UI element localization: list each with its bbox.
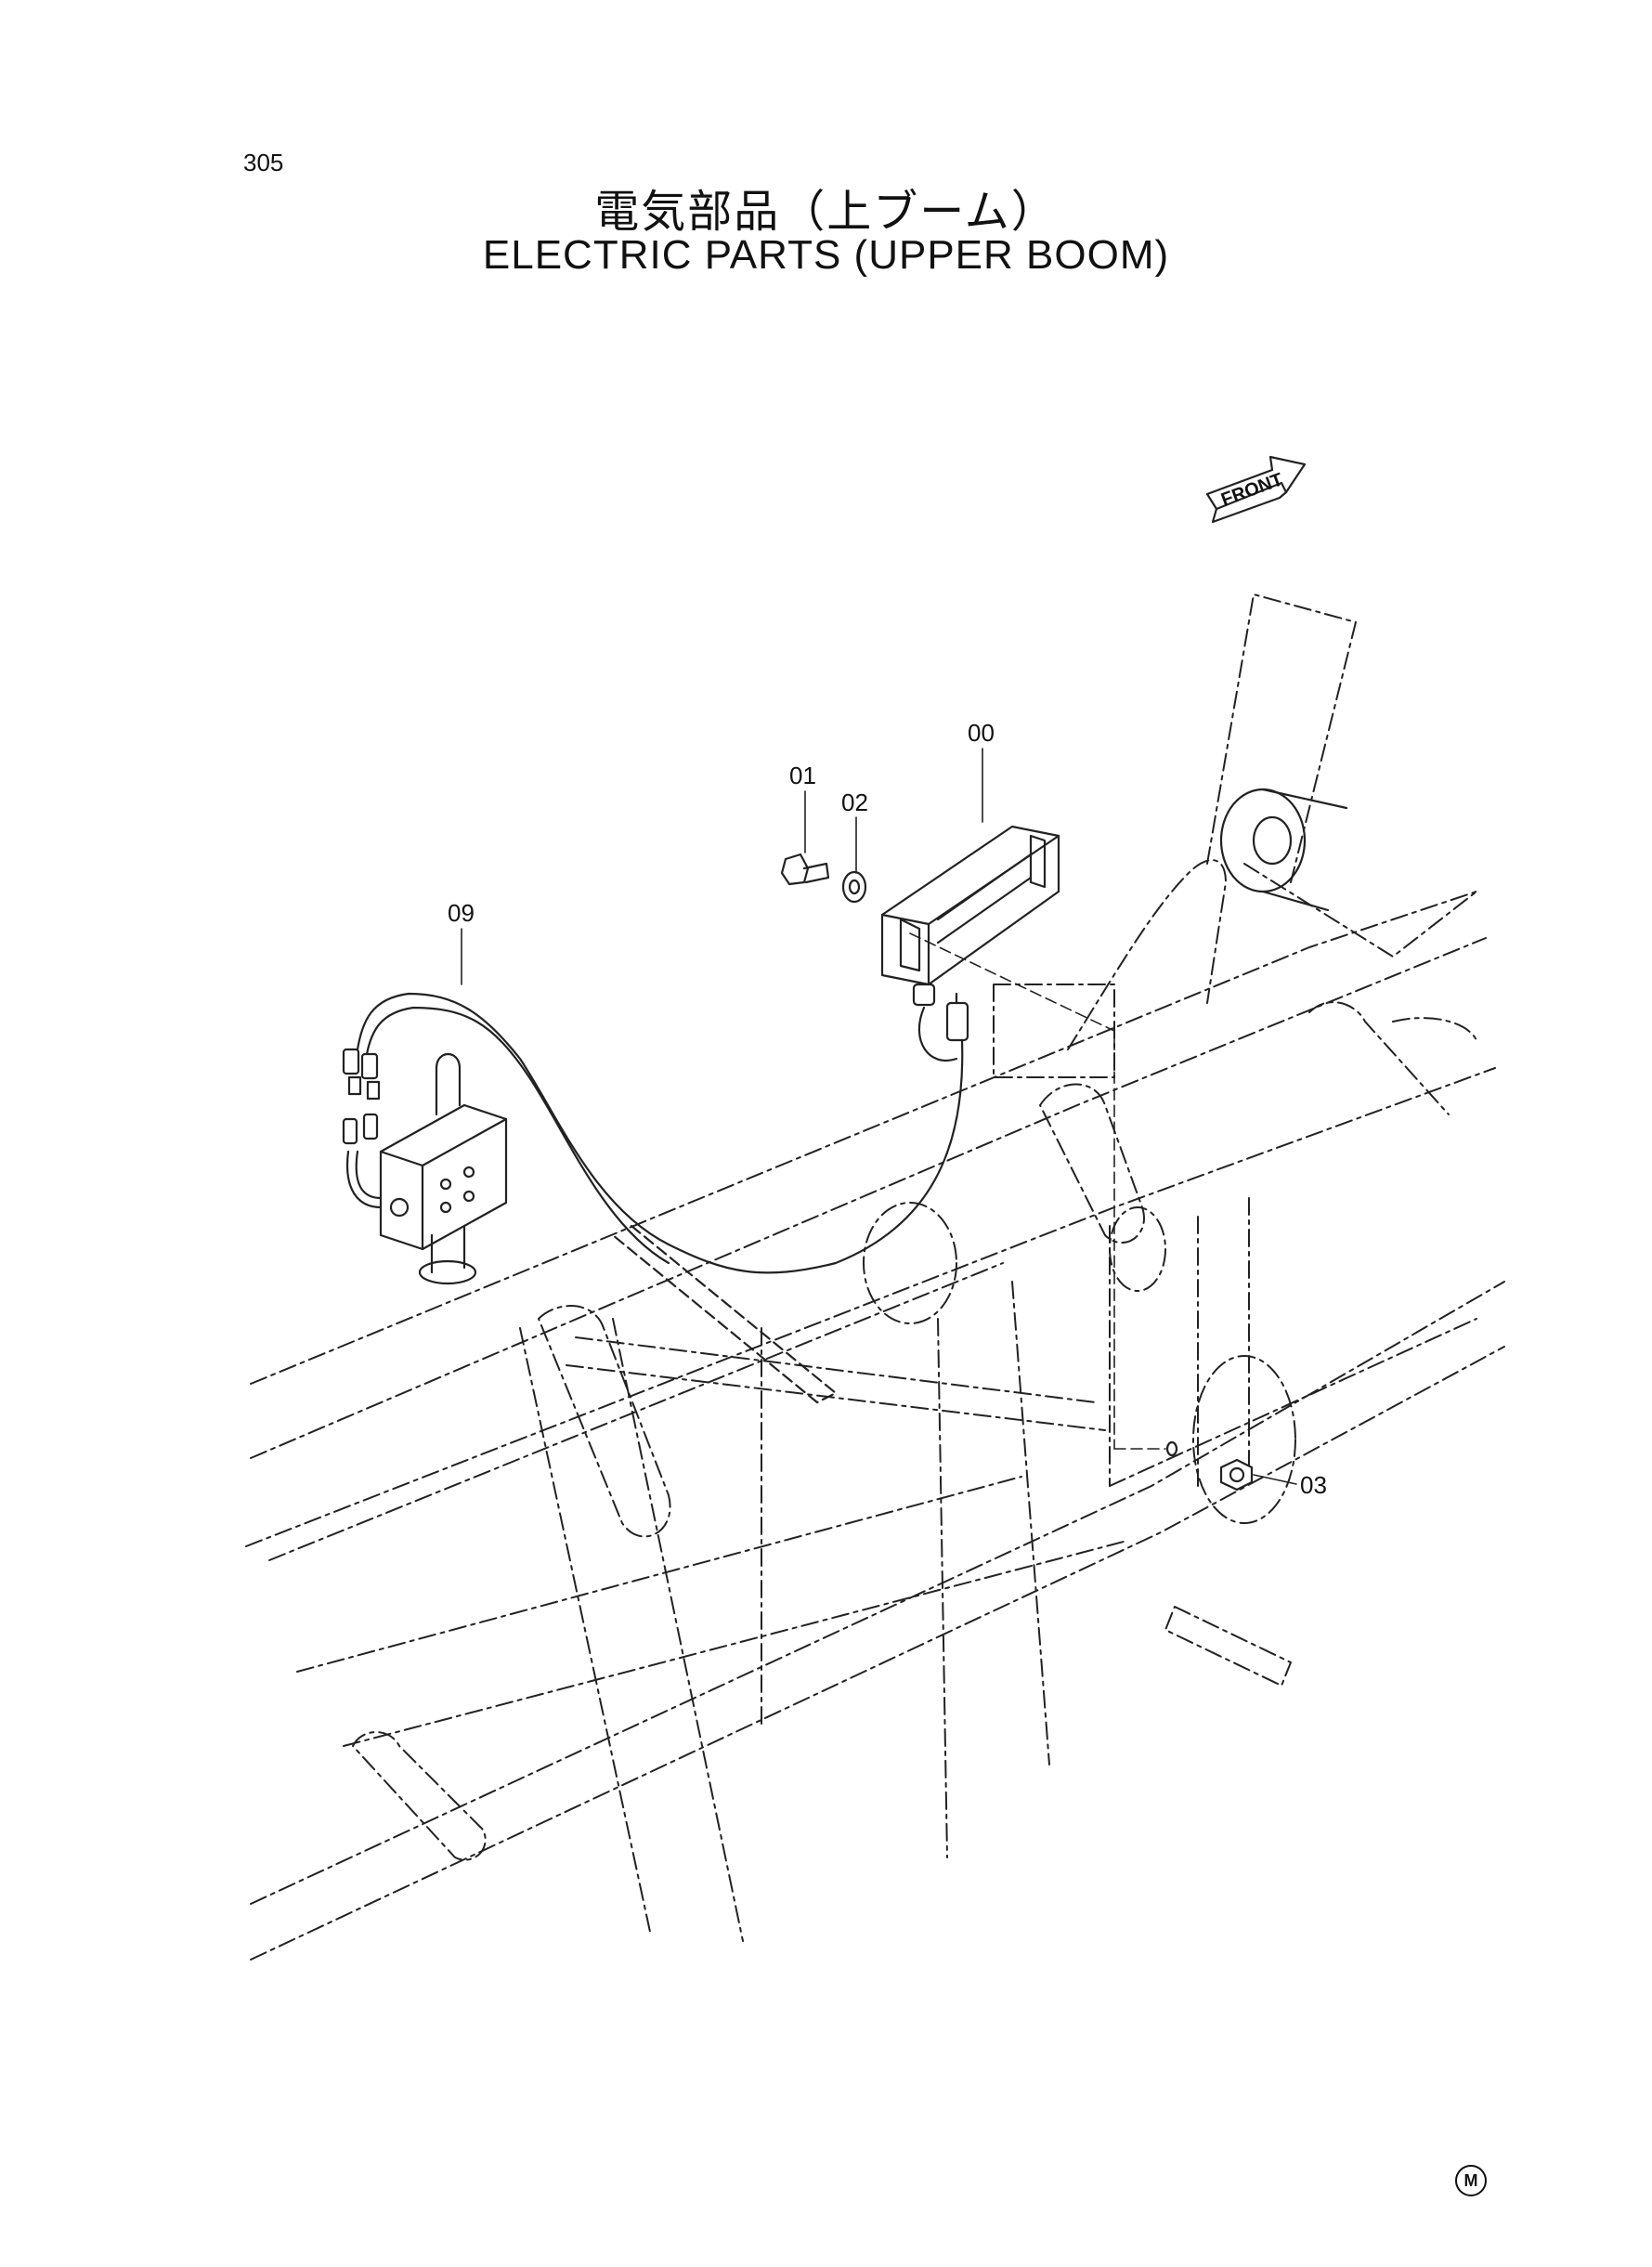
callout-01: 01 [789, 762, 816, 789]
box-connector [912, 983, 969, 1042]
page-number: 305 [243, 149, 284, 176]
part-09-wire-harness [356, 992, 964, 1404]
title-english: ELECTRIC PARTS (UPPER BOOM) [482, 232, 1170, 278]
callout-09: 09 [448, 899, 475, 927]
title-japanese: 電気部品（上ブーム） [594, 186, 1058, 238]
callout-02: 02 [841, 788, 868, 816]
harness-terminals [342, 1048, 381, 1145]
pivot-boss [1219, 788, 1348, 912]
leader-lines [461, 748, 1297, 1485]
part-01-bolt [780, 853, 830, 886]
front-arrow-icon: FRONT [1205, 455, 1307, 524]
limit-switch [345, 1053, 508, 1285]
callout-03: 03 [1300, 1471, 1327, 1499]
upper-boom-frame [245, 593, 1505, 1961]
front-label: FRONT [1218, 469, 1285, 510]
manufacturer-mark: M [1455, 2165, 1487, 2196]
part-02-washer [841, 870, 867, 904]
part-03-nut [1165, 1440, 1254, 1492]
callout-00: 00 [968, 719, 995, 747]
part-00-electric-box [880, 825, 1060, 986]
